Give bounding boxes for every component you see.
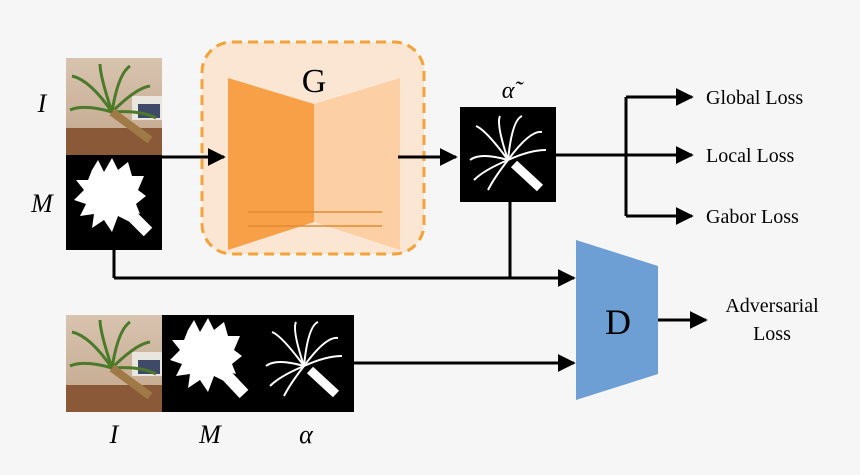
global-loss-label: Global Loss	[706, 87, 803, 109]
generator-label: G	[302, 63, 327, 100]
bottom-alpha	[258, 315, 354, 412]
discriminator-shape	[576, 240, 658, 400]
input-mask-top	[66, 155, 162, 250]
input-image-label: I	[37, 89, 48, 118]
input-mask-label: M	[30, 189, 54, 218]
generator-encoder	[228, 78, 314, 250]
discriminator-block: D	[576, 240, 658, 400]
input-image-top	[66, 58, 162, 155]
generator-decoder	[314, 78, 400, 250]
bottom-mask-label: M	[198, 420, 222, 449]
local-loss-label: Local Loss	[706, 145, 795, 167]
adversarial-loss-line1: Adversarial	[725, 295, 819, 317]
bottom-image-label: I	[109, 420, 120, 449]
generator-block: G	[200, 40, 426, 256]
gabor-loss-label: Gabor Loss	[706, 206, 799, 228]
output-alpha-label: α̃	[502, 78, 525, 104]
discriminator-label: D	[605, 302, 631, 342]
bottom-image	[66, 315, 162, 412]
bottom-mask	[162, 315, 258, 412]
adversarial-loss-line2: Loss	[753, 323, 791, 345]
bottom-alpha-label: α	[299, 420, 314, 449]
output-alpha	[460, 107, 556, 202]
